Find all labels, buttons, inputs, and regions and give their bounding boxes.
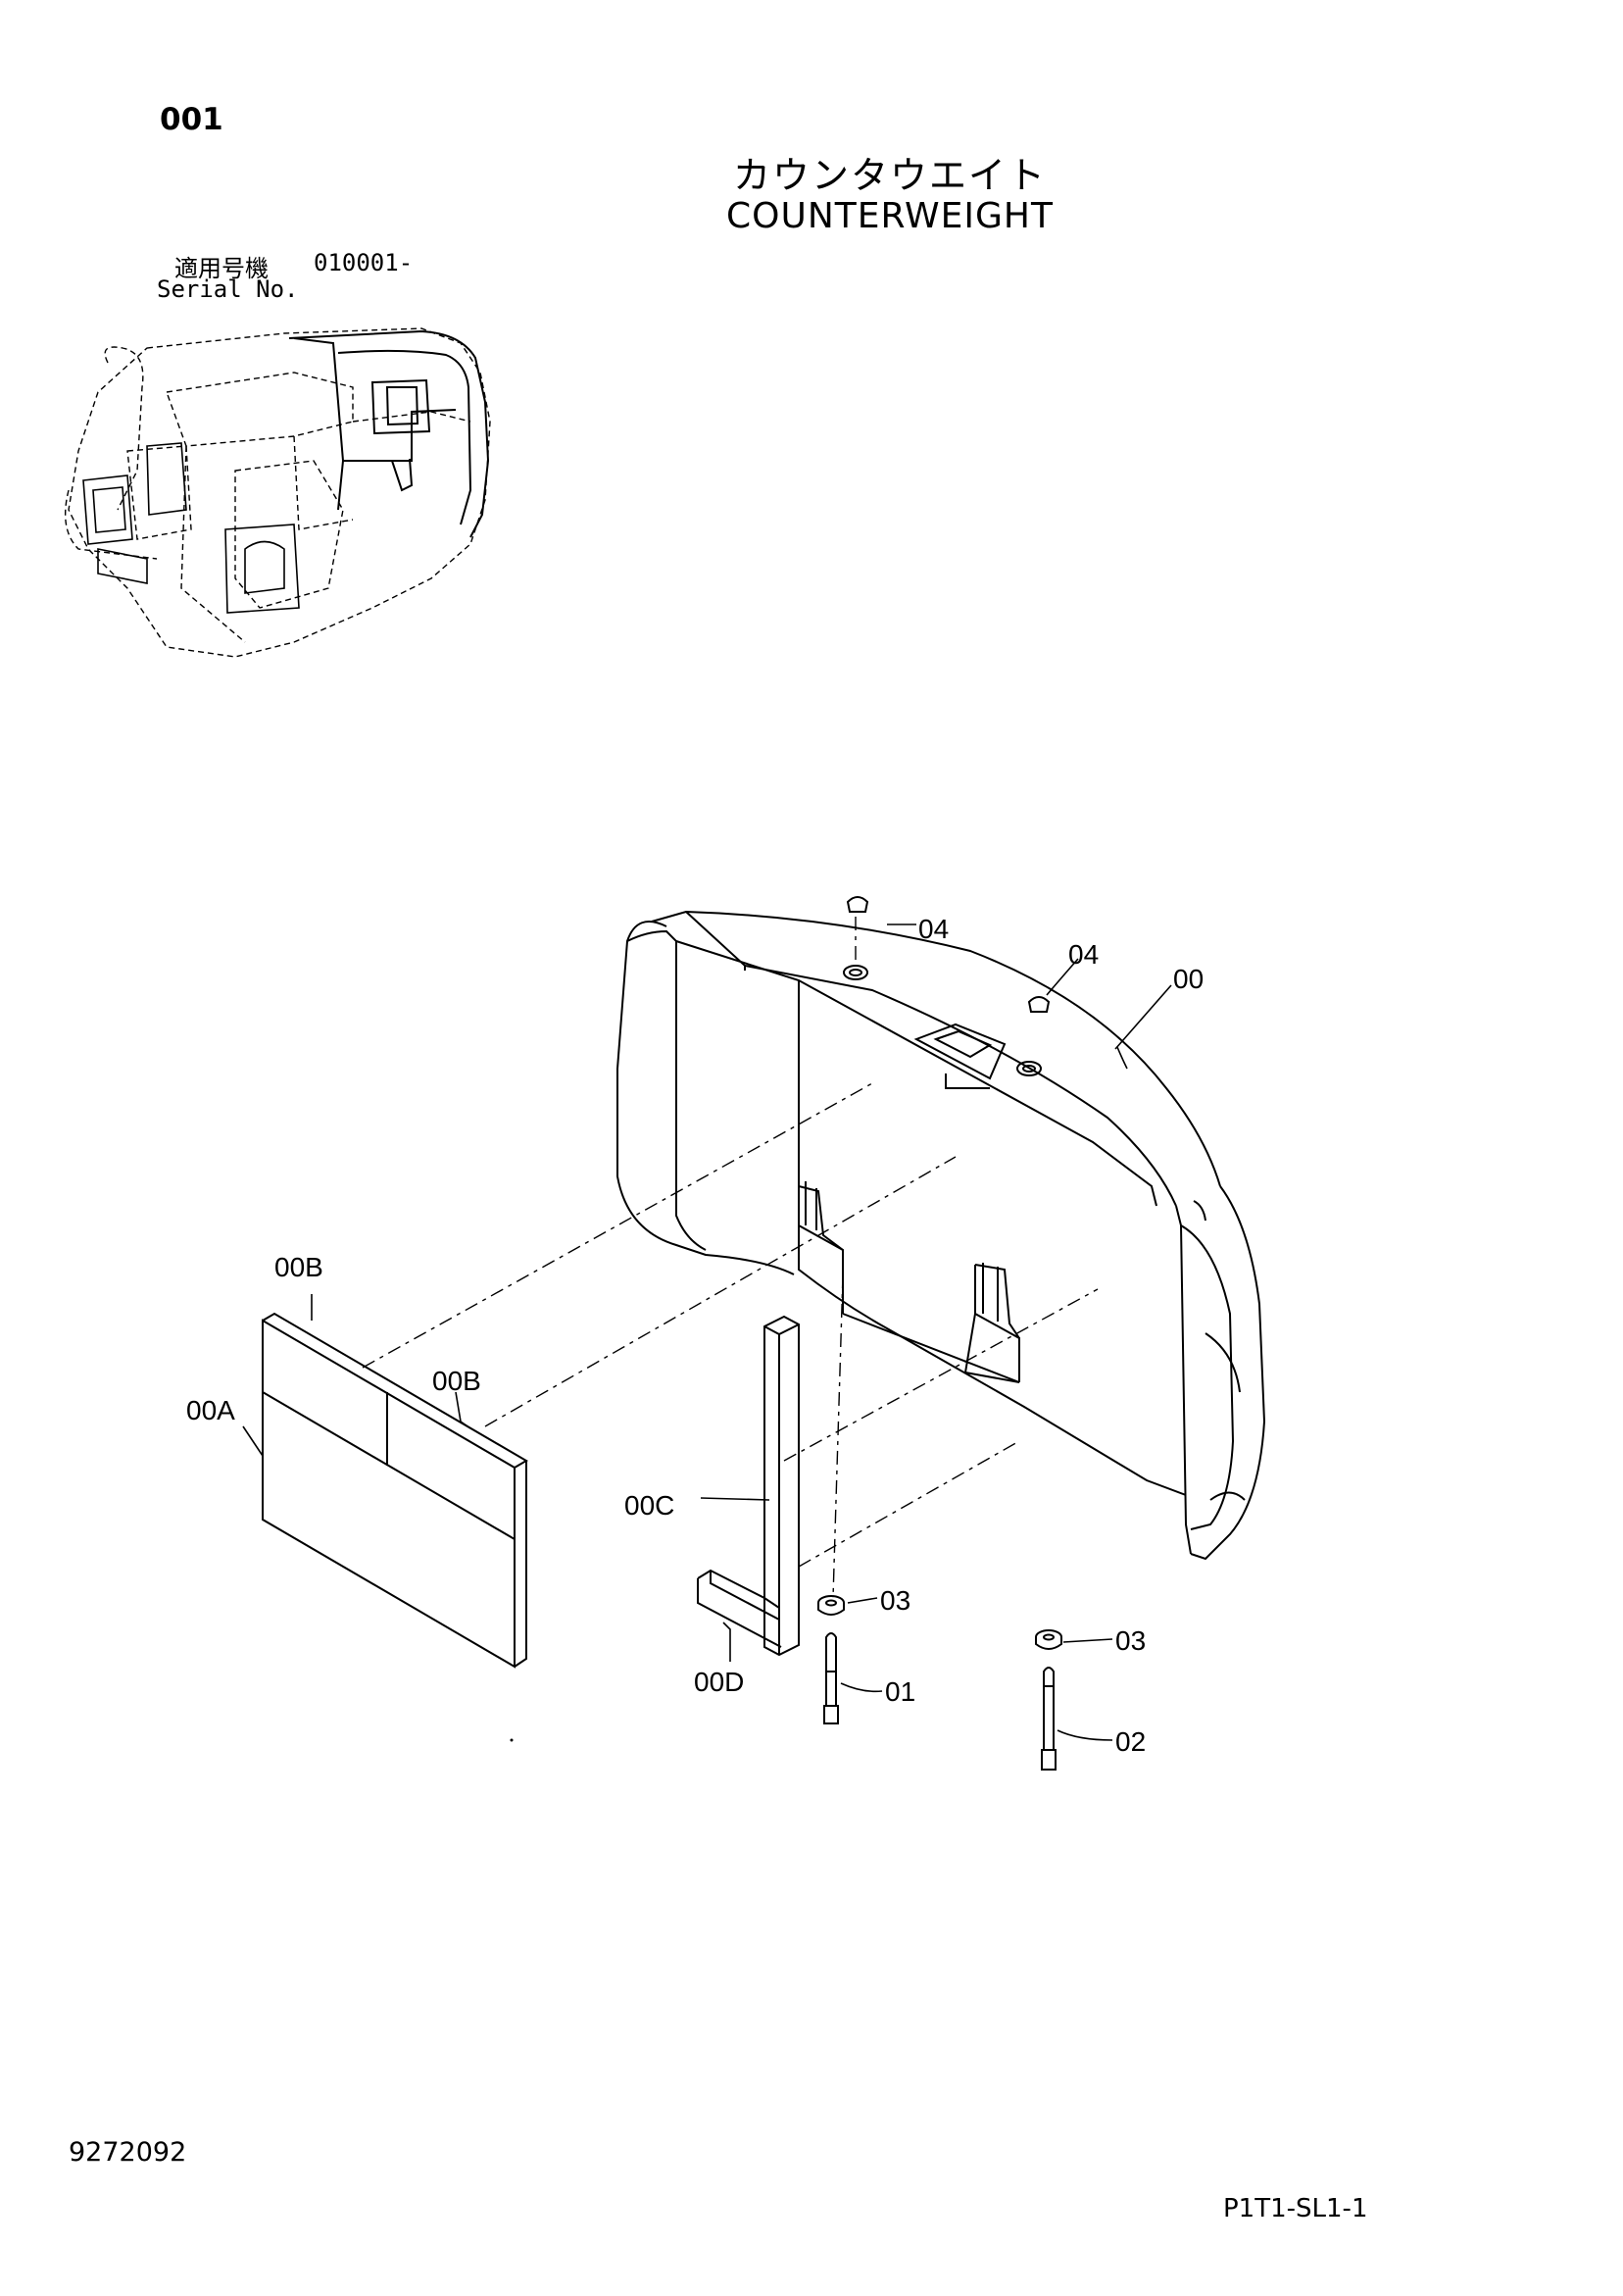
machine-locator-drawing <box>64 327 491 658</box>
title-japanese: カウンタウエイト <box>732 154 1047 197</box>
document-number: 9272092 <box>69 2137 187 2168</box>
callout-03-a: 03 <box>880 1585 910 1616</box>
weight-plates <box>262 1312 528 1669</box>
callout-00C: 00C <box>624 1490 674 1521</box>
page-code: P1T1-SL1-1 <box>1223 2194 1368 2223</box>
leader-lines <box>242 923 1172 1741</box>
stray-dot <box>510 1738 514 1742</box>
callout-00D: 00D <box>694 1667 744 1697</box>
page-number: 001 <box>160 102 223 137</box>
bracket-part <box>697 1315 800 1657</box>
callout-00B-b: 00B <box>432 1366 481 1396</box>
callout-01: 01 <box>885 1676 915 1707</box>
serial-label-english: Serial No. <box>157 275 299 303</box>
callout-04-b: 04 <box>1068 939 1099 970</box>
plug-part <box>846 896 1051 1013</box>
callout-02: 02 <box>1115 1726 1146 1757</box>
bolts-washers <box>817 1595 1062 1771</box>
serial-value: 010001- <box>314 249 414 276</box>
callout-00A: 00A <box>186 1395 235 1425</box>
title-english: COUNTERWEIGHT <box>726 196 1054 236</box>
serial-label-japanese: 適用号機 <box>174 255 269 282</box>
counterweight-body <box>616 910 1266 1561</box>
callout-00: 00 <box>1173 964 1204 994</box>
callout-04-a: 04 <box>918 914 949 944</box>
callout-03-b: 03 <box>1115 1625 1146 1656</box>
callout-labels: 04 04 00 00B 00B 00A 00C 00D 03 03 01 02 <box>186 914 1204 1757</box>
assembly-lines <box>362 917 1099 1599</box>
callout-00B-a: 00B <box>274 1252 323 1282</box>
